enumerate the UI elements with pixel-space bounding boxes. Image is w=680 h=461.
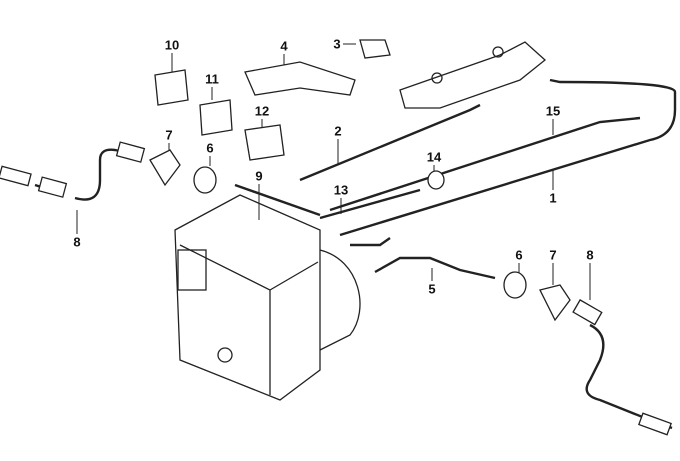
callout-part-7-top: 7 [165, 127, 173, 143]
callout-part-10: 10 [164, 37, 180, 53]
callout-part-14: 14 [426, 149, 442, 165]
callout-part-12: 12 [254, 103, 270, 119]
callout-part-13: 13 [333, 182, 349, 198]
callout-part-3: 3 [333, 36, 341, 52]
leader-lines [76, 43, 591, 300]
callout-part-5: 5 [428, 281, 436, 297]
callout-part-8-right: 8 [586, 247, 594, 263]
callout-part-11: 11 [205, 71, 219, 87]
callout-part-1: 1 [549, 190, 557, 206]
callout-part-6-top: 6 [206, 140, 214, 156]
callout-part-15: 15 [545, 103, 561, 119]
callout-part-4: 4 [280, 38, 288, 54]
callout-part-7-bottom: 7 [549, 247, 557, 263]
callout-part-2: 2 [334, 123, 342, 139]
callout-part-8-left: 8 [73, 234, 81, 250]
callout-part-6-bottom: 6 [515, 247, 523, 263]
master-cylinder [399, 41, 547, 109]
callout-part-9: 9 [255, 168, 263, 184]
abs-unit [174, 194, 361, 401]
